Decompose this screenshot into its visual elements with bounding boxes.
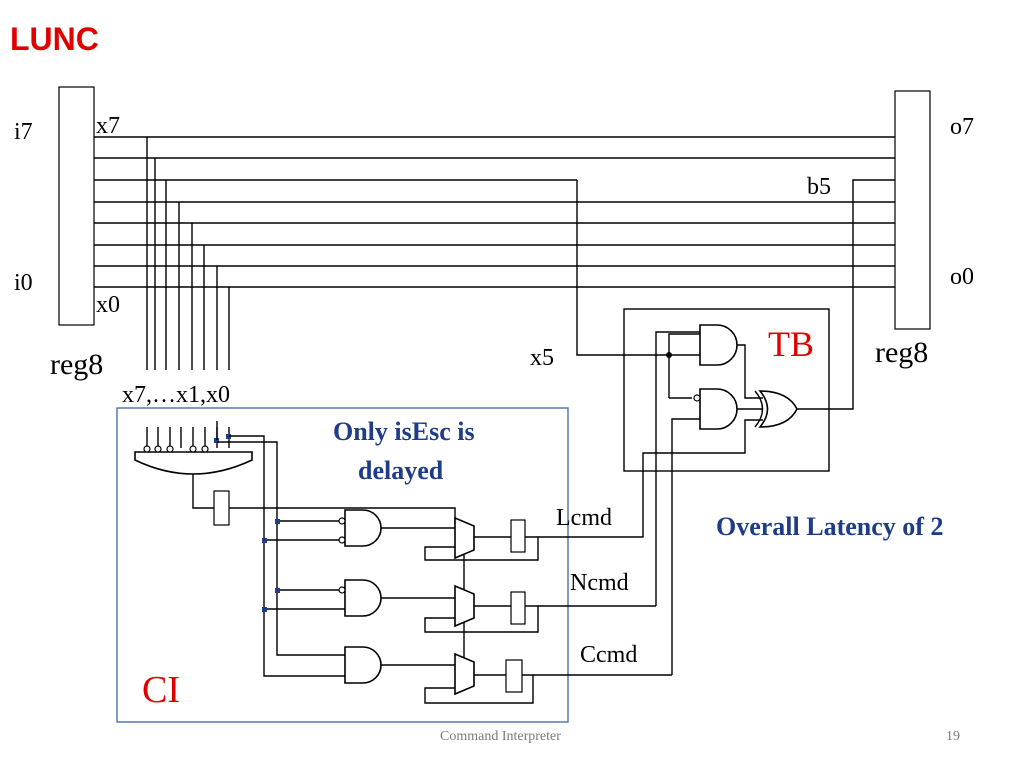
label-x0: x0 [96, 292, 120, 318]
footer-page-number: 19 [946, 729, 960, 744]
label-x7: x7 [96, 113, 120, 139]
footer-caption: Command Interpreter [440, 729, 561, 744]
mux-lcmd [454, 516, 475, 560]
ccmd-register [505, 659, 523, 693]
mux-ncmd [454, 584, 475, 628]
label-i0: i0 [14, 270, 33, 296]
ci-and-gate-ncmd [344, 579, 382, 617]
ci-bubble-1 [338, 517, 346, 525]
decoder-tap-square-2 [226, 434, 231, 439]
right-register [894, 90, 931, 330]
left-register [58, 86, 95, 326]
x5-wire [576, 180, 669, 356]
decoder-bubbles [143, 445, 209, 453]
ci-wiring [216, 421, 347, 677]
ci-tap-square-2 [262, 538, 267, 543]
tb-and-gate-top [699, 324, 738, 366]
tb-inverter-bubble [693, 394, 701, 402]
label-reg8-left: reg8 [50, 348, 103, 381]
mux-ccmd [454, 652, 475, 696]
tb-and-gate-bottom [699, 388, 738, 430]
tb-junction [666, 352, 672, 358]
note-isesc-line1: Only isEsc is [333, 417, 475, 446]
isesc-path [192, 474, 221, 509]
slide-title: LUNC [10, 21, 99, 57]
label-tb: TB [768, 324, 814, 364]
label-ccmd: Ccmd [580, 642, 637, 668]
label-reg8-right: reg8 [875, 336, 928, 369]
label-x5: x5 [530, 345, 554, 371]
label-ci: CI [142, 669, 180, 711]
label-i7: i7 [14, 119, 33, 145]
bus-wires [94, 136, 895, 288]
label-o7: o7 [950, 114, 974, 140]
ci-and-gate-ccmd [344, 646, 382, 684]
bus-taps [146, 137, 230, 370]
ci-and-gate-lcmd [344, 509, 382, 547]
b5-wire [797, 179, 895, 410]
note-latency: Overall Latency of 2 [716, 512, 943, 541]
ci-tap-square-1 [275, 519, 280, 524]
lcmd-wire [538, 520, 644, 538]
isesc-delay-register [213, 490, 230, 526]
tb-box [623, 308, 830, 472]
decoder-tap-square-1 [214, 438, 219, 443]
label-b5: b5 [807, 174, 831, 200]
decoder-and-gate [134, 451, 253, 475]
tb-or-gate [758, 390, 798, 428]
ncmd-feedback [424, 605, 539, 633]
tb-wiring [642, 331, 763, 675]
ncmd-register [510, 591, 526, 625]
ci-tap-square-4 [262, 607, 267, 612]
label-lcmd: Lcmd [556, 505, 612, 531]
label-ncmd: Ncmd [570, 570, 629, 596]
ci-tap-square-3 [275, 588, 280, 593]
label-x-bus: x7,…x1,x0 [122, 382, 230, 408]
ccmd-feedback [424, 674, 534, 704]
ci-bubble-2 [338, 536, 346, 544]
note-isesc-line2: delayed [358, 456, 444, 485]
ci-box [116, 407, 569, 723]
ci-bubble-3 [338, 586, 346, 594]
lcmd-register [510, 519, 526, 553]
lcmd-feedback [424, 536, 539, 561]
label-o0: o0 [950, 264, 974, 290]
